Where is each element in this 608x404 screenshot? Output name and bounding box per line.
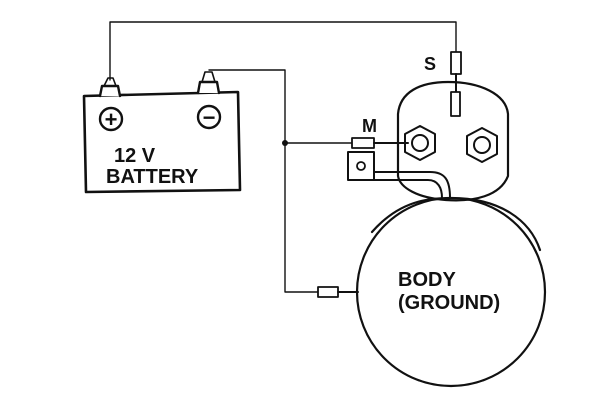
battery-positive-symbol: + (105, 107, 118, 132)
wire-positive-to-s (109, 21, 457, 81)
terminal-m-label: M (362, 116, 377, 136)
battery-positive-terminal (98, 106, 124, 132)
battery-positive-post (98, 84, 122, 98)
battery-voltage-label: 12 V (114, 145, 156, 167)
wire-negative-to-ground (208, 69, 319, 293)
field-strap (347, 151, 451, 199)
solenoid-nut-left (404, 125, 436, 161)
solenoid-housing (396, 80, 510, 202)
solenoid-nut-right (466, 127, 498, 163)
battery-negative-post (196, 80, 221, 95)
battery-name-label: BATTERY (106, 166, 199, 188)
s-terminal-connector (450, 51, 462, 117)
wire-junction-dot (282, 140, 288, 146)
motor-ground-label: (GROUND) (398, 292, 500, 314)
m-terminal-connector (351, 137, 409, 149)
battery-negative-symbol: − (203, 105, 216, 130)
motor-body-label: BODY (398, 269, 456, 291)
battery (82, 71, 242, 194)
terminal-s-label: S (424, 54, 436, 74)
body-ground-connector (317, 286, 359, 298)
battery-negative-terminal (196, 104, 222, 130)
